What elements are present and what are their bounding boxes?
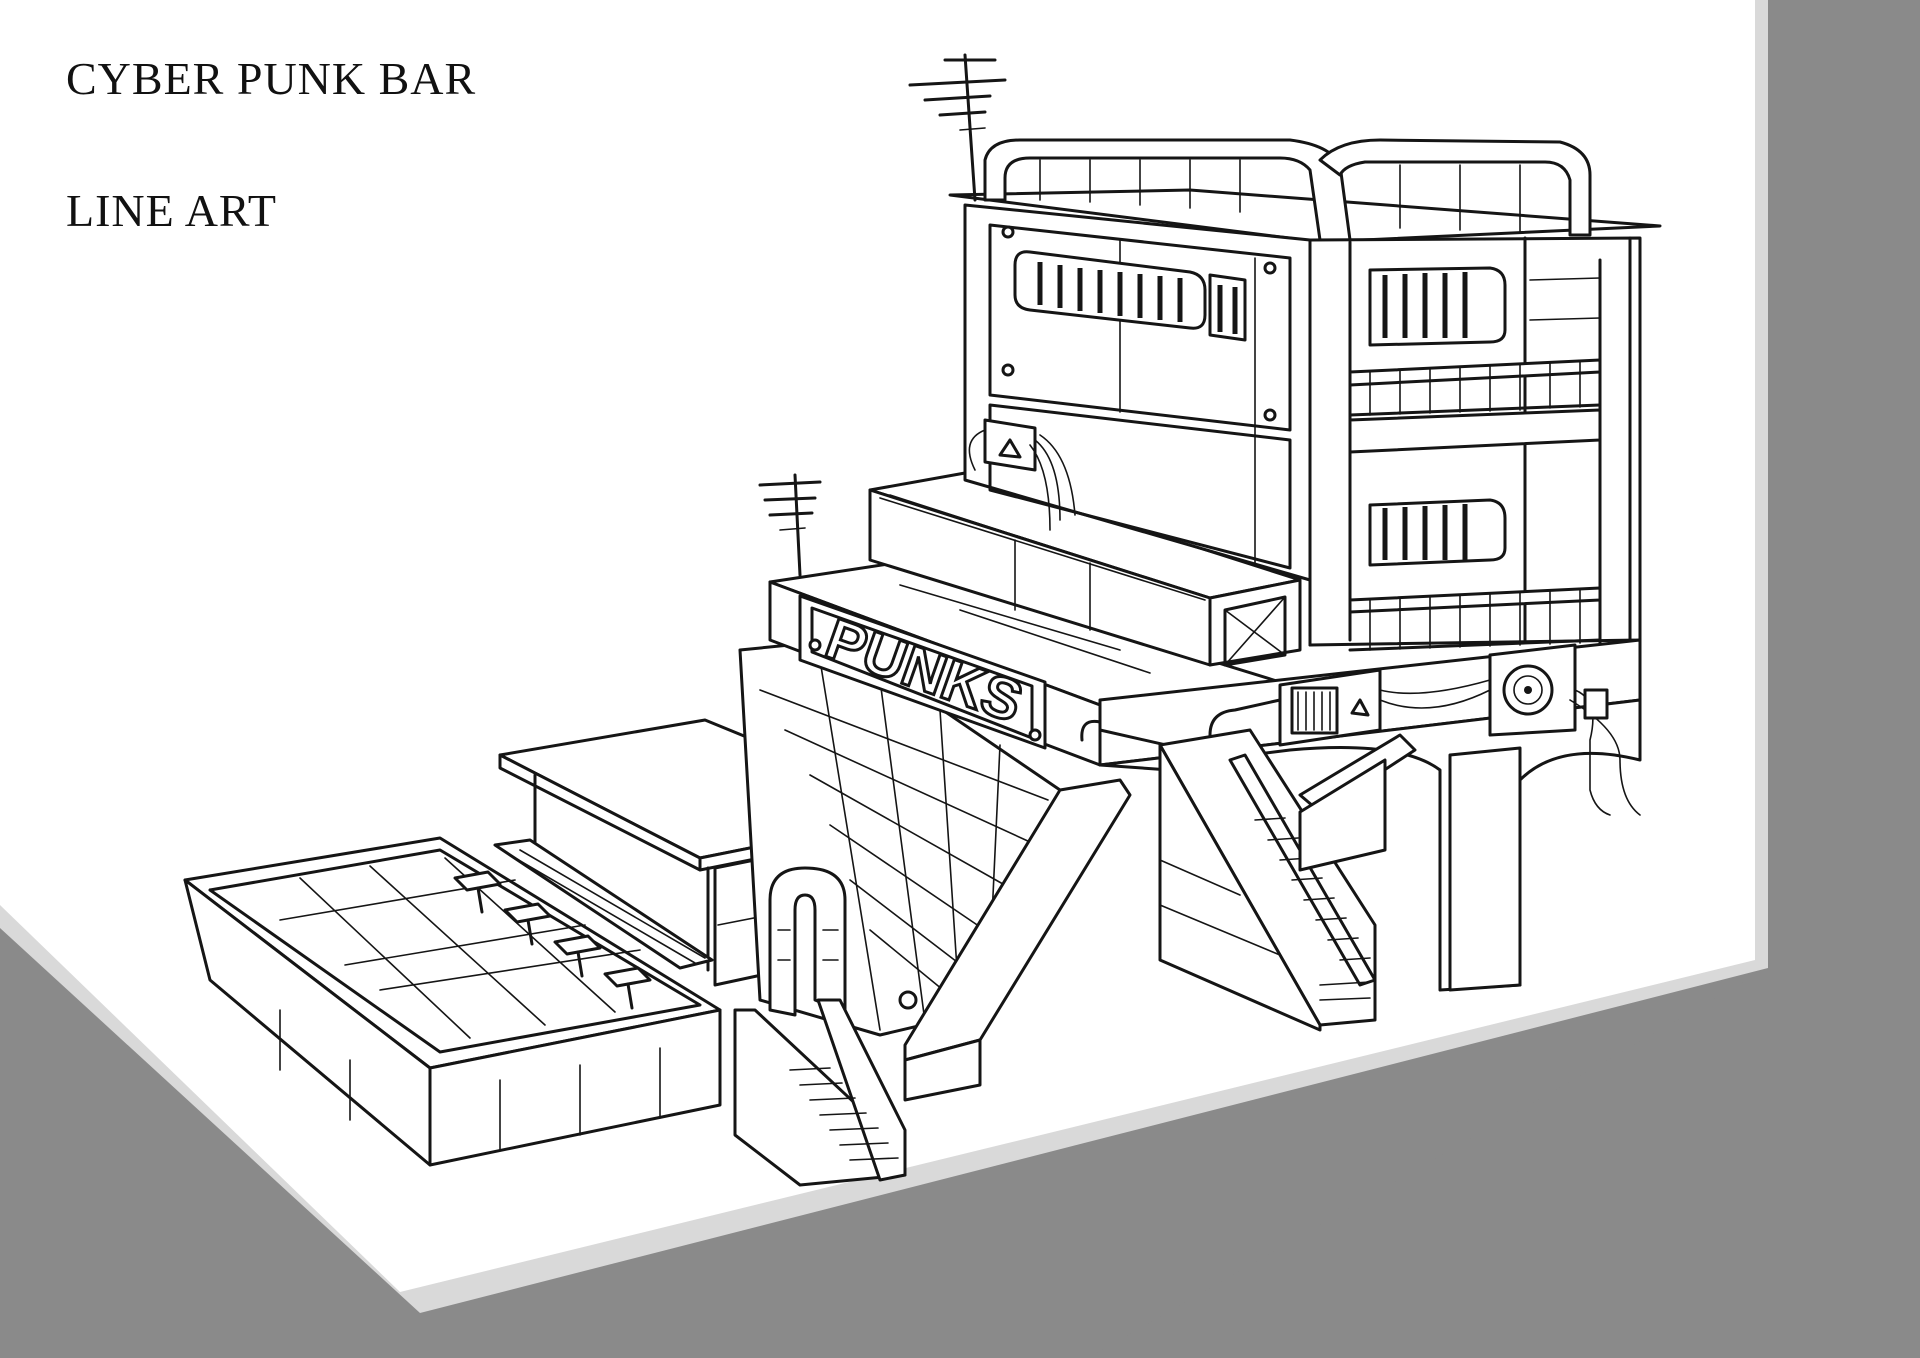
- upper-building: [948, 138, 1662, 652]
- electrical-box: [968, 418, 1076, 531]
- pipes-cables: [1080, 679, 1641, 816]
- air-conditioner-left: [1278, 668, 1382, 747]
- artwork-subtitle: LINE ART: [66, 185, 277, 236]
- roof-antenna: [908, 53, 1007, 202]
- upper-ledge-block: [868, 471, 1302, 667]
- side-stair-structure: [1158, 728, 1417, 1032]
- lower-stairs: [733, 998, 907, 1187]
- air-conditioner-right: [1488, 643, 1577, 737]
- ramp-side-wall: [903, 778, 1132, 1102]
- mid-antenna: [758, 473, 822, 577]
- patio-platform: [183, 836, 722, 1167]
- bar-stools: [453, 870, 652, 1010]
- artwork-title: CYBER PUNK BAR: [66, 53, 477, 104]
